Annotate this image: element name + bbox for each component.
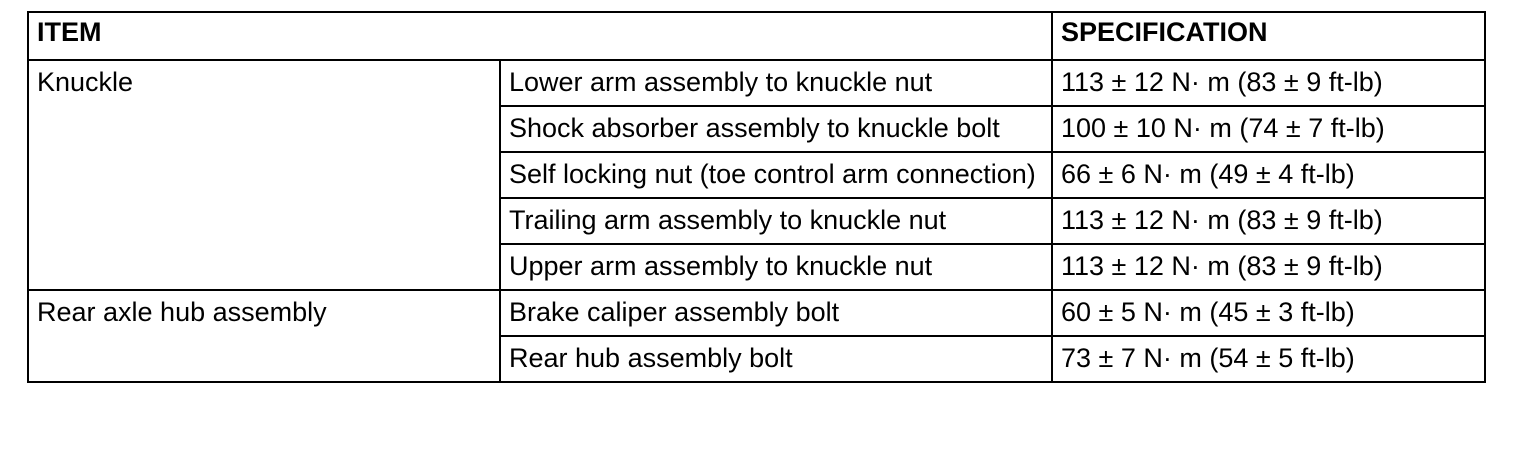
part-cell: Lower arm assembly to knuckle nut: [499, 59, 1053, 107]
table-row: Self locking nut (toe control arm connec…: [28, 151, 1486, 199]
table-header-row: ITEM SPECIFICATION: [27, 11, 1486, 61]
part-cell: Self locking nut (toe control arm connec…: [499, 151, 1053, 199]
spec-cell: 113 ± 12 N· m (83 ± 9 ft-lb): [1051, 59, 1486, 107]
table-row: Rear axle hub assembly Brake caliper ass…: [27, 289, 1486, 383]
item-cell-rear-axle-hub: Rear axle hub assembly: [27, 289, 501, 383]
table-row: Rear hub assembly bolt 73 ± 7 N· m (54 ±…: [28, 335, 1486, 383]
part-cell: Rear hub assembly bolt: [499, 335, 1053, 383]
header-item: ITEM: [27, 11, 1053, 61]
part-cell: Upper arm assembly to knuckle nut: [499, 243, 1053, 291]
table-row: Knuckle Lower arm assembly to knuckle nu…: [27, 59, 1486, 291]
part-cell: Trailing arm assembly to knuckle nut: [499, 197, 1053, 245]
spec-cell: 73 ± 7 N· m (54 ± 5 ft-lb): [1051, 335, 1486, 383]
spec-cell: 100 ± 10 N· m (74 ± 7 ft-lb): [1051, 105, 1486, 153]
part-cell: Shock absorber assembly to knuckle bolt: [499, 105, 1053, 153]
torque-specification-table: ITEM SPECIFICATION Knuckle Lower arm ass…: [27, 11, 1486, 383]
spec-cell: 66 ± 6 N· m (49 ± 4 ft-lb): [1051, 151, 1486, 199]
table-row: Trailing arm assembly to knuckle nut 113…: [28, 197, 1486, 245]
part-cell: Brake caliper assembly bolt: [499, 289, 1053, 337]
header-specification: SPECIFICATION: [1051, 11, 1486, 61]
table-row: Shock absorber assembly to knuckle bolt …: [28, 105, 1486, 153]
spec-cell: 60 ± 5 N· m (45 ± 3 ft-lb): [1051, 289, 1486, 337]
spec-cell: 113 ± 12 N· m (83 ± 9 ft-lb): [1051, 197, 1486, 245]
item-cell-knuckle: Knuckle: [27, 59, 501, 291]
table-row: Upper arm assembly to knuckle nut 113 ± …: [28, 243, 1486, 291]
spec-cell: 113 ± 12 N· m (83 ± 9 ft-lb): [1051, 243, 1486, 291]
